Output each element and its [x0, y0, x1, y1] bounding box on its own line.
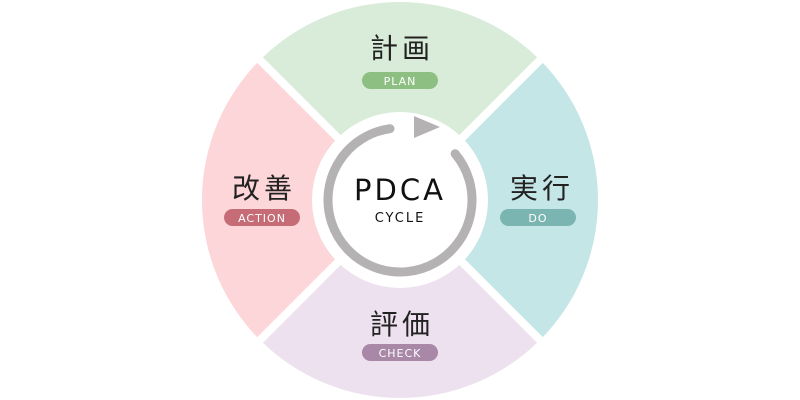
center-title: PDCA: [354, 173, 446, 207]
phase-label: CHECK: [379, 347, 422, 360]
phase-check: 評価 CHECK: [362, 308, 438, 361]
cycle-arrow-ring: [323, 124, 477, 277]
phase-label: ACTION: [238, 212, 286, 225]
phase-title: 評価: [370, 308, 434, 341]
sector-action: [202, 59, 344, 341]
phase-pill: [362, 72, 438, 89]
phase-plan: 計画 PLAN: [362, 32, 438, 89]
center-circle: [312, 112, 488, 288]
phase-title: 計画: [370, 32, 434, 65]
phase-action: 改善 ACTION: [224, 172, 300, 226]
phase-label: PLAN: [384, 75, 417, 88]
phase-pill: [362, 344, 438, 361]
sector-do: [456, 59, 598, 341]
center-subtitle: CYCLE: [375, 211, 426, 226]
phase-title: 改善: [232, 172, 296, 205]
phase-label: DO: [528, 212, 547, 225]
phase-pill: [500, 209, 576, 226]
phase-do: 実行 DO: [500, 172, 576, 226]
phase-title: 実行: [510, 172, 574, 205]
cycle-arrowhead-icon: [414, 116, 440, 138]
phase-pill: [224, 209, 300, 226]
sector-check: [259, 256, 541, 398]
